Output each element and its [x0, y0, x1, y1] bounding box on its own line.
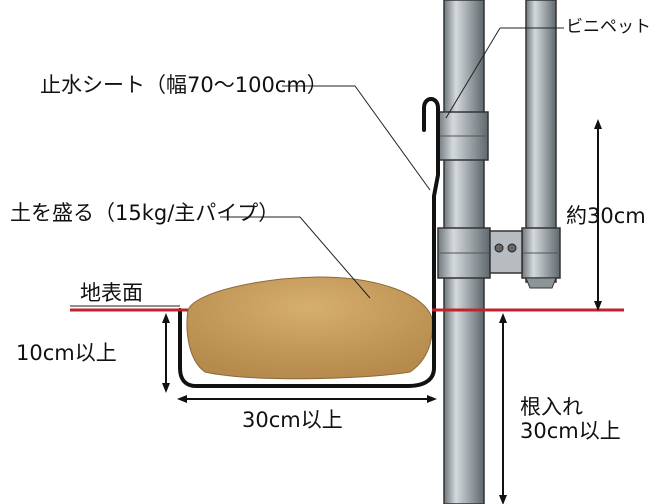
soil-mound — [186, 276, 433, 380]
bolt-icon — [507, 243, 517, 253]
binipet-bracket — [437, 111, 489, 161]
binipet-label: ビニペット — [566, 17, 651, 37]
embed-depth-label: 根入れ 30cm以上 — [520, 395, 621, 443]
water-stop-sheet — [178, 97, 440, 388]
leader-lines — [70, 27, 564, 307]
pipe-clamp — [437, 227, 523, 279]
bolt-icon — [494, 243, 504, 253]
embed-depth-line2: 30cm以上 — [520, 419, 621, 444]
secondary-pipe — [521, 0, 561, 289]
soil-label: 土を盛る（15kg/主パイプ） — [10, 201, 280, 225]
height-30cm-label: 約30cm — [566, 204, 646, 228]
water-stop-sheet-label: 止水シート（幅70〜100cm） — [40, 73, 328, 97]
width-30cm-label: 30cm以上 — [242, 408, 343, 432]
ground-surface-label: 地表面 — [80, 281, 143, 305]
embed-depth-line1: 根入れ — [520, 395, 583, 419]
depth-10cm-label: 10cm以上 — [16, 341, 117, 365]
